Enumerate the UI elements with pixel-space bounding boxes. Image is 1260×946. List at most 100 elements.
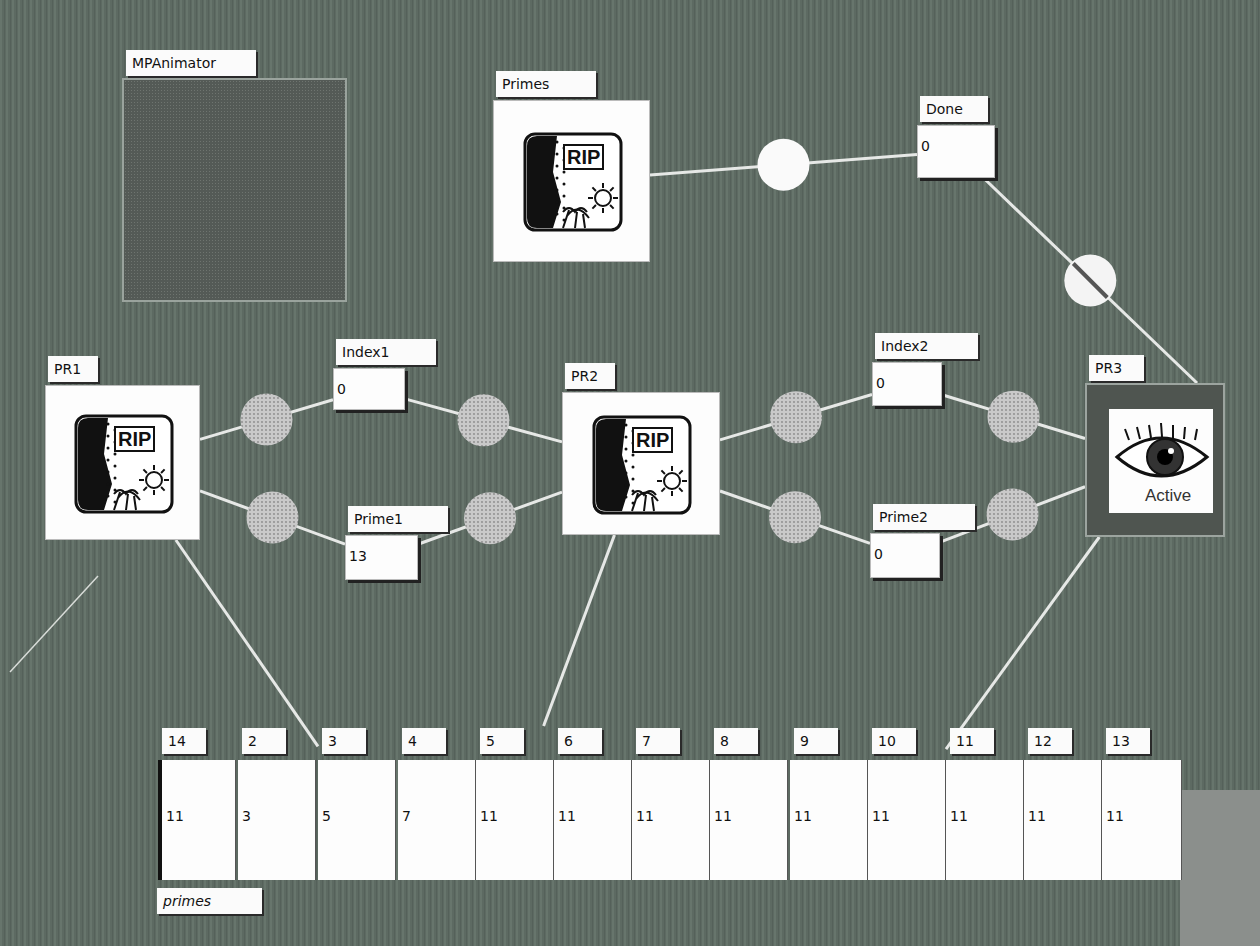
cell-value: 11 bbox=[950, 808, 968, 824]
connector bbox=[200, 394, 333, 446]
value-text: 13 bbox=[349, 548, 367, 564]
array-cell: 23 bbox=[238, 726, 316, 880]
heading-label: Index2 bbox=[875, 333, 978, 359]
connector bbox=[984, 178, 1197, 383]
heading-label: Done bbox=[920, 96, 988, 122]
array-cell: 13 11 bbox=[1102, 726, 1182, 880]
array-cell: 5 11 bbox=[476, 726, 554, 880]
index-label: 2 bbox=[242, 728, 286, 754]
channel-token bbox=[458, 394, 510, 446]
connector bbox=[200, 491, 345, 544]
index-label: 8 bbox=[714, 728, 758, 754]
array-label: primes bbox=[157, 888, 262, 914]
cell-value: 11 bbox=[1028, 808, 1046, 824]
variable-box: Prime113 bbox=[345, 535, 418, 580]
channel-token bbox=[769, 491, 821, 543]
index-label: 13 bbox=[1106, 728, 1150, 754]
array-cell: 8 11 bbox=[710, 726, 788, 880]
process-box: PR3Active bbox=[1085, 383, 1225, 537]
variable-box: Prime20 bbox=[870, 533, 940, 578]
process-box: PrimesRIP bbox=[493, 100, 650, 262]
icon-text: Active bbox=[1143, 485, 1193, 507]
heading-label: PR3 bbox=[1089, 355, 1144, 381]
heading-label: MPAnimator bbox=[126, 50, 256, 76]
cell-value: 11 bbox=[480, 808, 498, 824]
heading-label: Index1 bbox=[336, 339, 436, 365]
cell-value: 11 bbox=[872, 808, 890, 824]
connector bbox=[650, 139, 917, 191]
array-cell: 47 bbox=[398, 726, 476, 880]
array-cell: 9 11 bbox=[790, 726, 868, 880]
cell-value: 11 bbox=[1106, 808, 1124, 824]
channel-token bbox=[988, 391, 1040, 443]
cell-value: 11 bbox=[714, 808, 732, 824]
array-cell: 35 bbox=[318, 726, 396, 880]
index-label: 5 bbox=[480, 728, 524, 754]
array-cell: 14 11 bbox=[158, 726, 236, 880]
connector-line bbox=[984, 178, 1197, 383]
array-cell: 11 11 bbox=[946, 726, 1024, 880]
index-label: 7 bbox=[636, 728, 680, 754]
icon-text: RIP bbox=[632, 427, 673, 453]
value-text: 0 bbox=[876, 375, 885, 391]
connector-line bbox=[176, 540, 318, 746]
index-label: 6 bbox=[558, 728, 602, 754]
icon-text: RIP bbox=[563, 144, 604, 170]
index-label: 12 bbox=[1028, 728, 1072, 754]
connector-line bbox=[544, 535, 615, 726]
cell-value: 11 bbox=[558, 808, 576, 824]
connector bbox=[720, 391, 872, 443]
animator-window: MPAnimator bbox=[122, 78, 347, 302]
value-text: 0 bbox=[921, 138, 930, 154]
array-cell: 7 11 bbox=[632, 726, 710, 880]
index-label: 3 bbox=[322, 728, 366, 754]
stray-line bbox=[10, 576, 98, 672]
index-label: 11 bbox=[950, 728, 994, 754]
cell-value: 7 bbox=[402, 808, 411, 824]
connector bbox=[544, 535, 615, 726]
value-text: 0 bbox=[874, 546, 883, 562]
cell-value: 11 bbox=[636, 808, 654, 824]
background-panel bbox=[1180, 790, 1260, 946]
cell-value: 11 bbox=[166, 808, 184, 824]
heading-label: Prime2 bbox=[873, 504, 975, 530]
channel-token bbox=[464, 492, 516, 544]
connector bbox=[946, 537, 1099, 749]
icon-text: RIP bbox=[114, 426, 155, 452]
process-box: PR1RIP bbox=[45, 385, 200, 540]
cell-value: 3 bbox=[242, 808, 251, 824]
connector-line bbox=[946, 537, 1099, 749]
variable-box: Index10 bbox=[333, 368, 405, 410]
connector bbox=[720, 491, 870, 543]
connector bbox=[176, 540, 318, 746]
index-label: 10 bbox=[872, 728, 916, 754]
index-label: 14 bbox=[162, 728, 206, 754]
heading-label: Primes bbox=[496, 71, 596, 97]
index-label: 4 bbox=[402, 728, 446, 754]
channel-token bbox=[987, 488, 1039, 540]
cell-value: 5 bbox=[322, 808, 331, 824]
heading-label: Prime1 bbox=[348, 506, 448, 532]
heading-label: PR2 bbox=[565, 363, 615, 389]
heading-label: PR1 bbox=[48, 356, 98, 382]
connector-line bbox=[720, 491, 870, 543]
token-slash bbox=[1073, 264, 1107, 298]
index-label: 9 bbox=[794, 728, 838, 754]
array-cell: 6 11 bbox=[554, 726, 632, 880]
connector bbox=[942, 391, 1085, 443]
channel-token bbox=[758, 139, 810, 191]
channel-token bbox=[241, 394, 293, 446]
process-box: PR2RIP bbox=[562, 392, 720, 535]
variable-box: Done0 bbox=[917, 125, 995, 178]
channel-token bbox=[1064, 255, 1116, 307]
array-cell: 10 11 bbox=[868, 726, 946, 880]
channel-token bbox=[770, 391, 822, 443]
array-cell: 12 11 bbox=[1024, 726, 1102, 880]
value-text: 0 bbox=[337, 381, 346, 397]
cell-value: 11 bbox=[794, 808, 812, 824]
connector bbox=[405, 394, 562, 446]
connector-line bbox=[200, 491, 345, 544]
array: primes1411233547511611711811911101111111… bbox=[155, 726, 1185, 918]
variable-box: Index20 bbox=[872, 362, 942, 406]
